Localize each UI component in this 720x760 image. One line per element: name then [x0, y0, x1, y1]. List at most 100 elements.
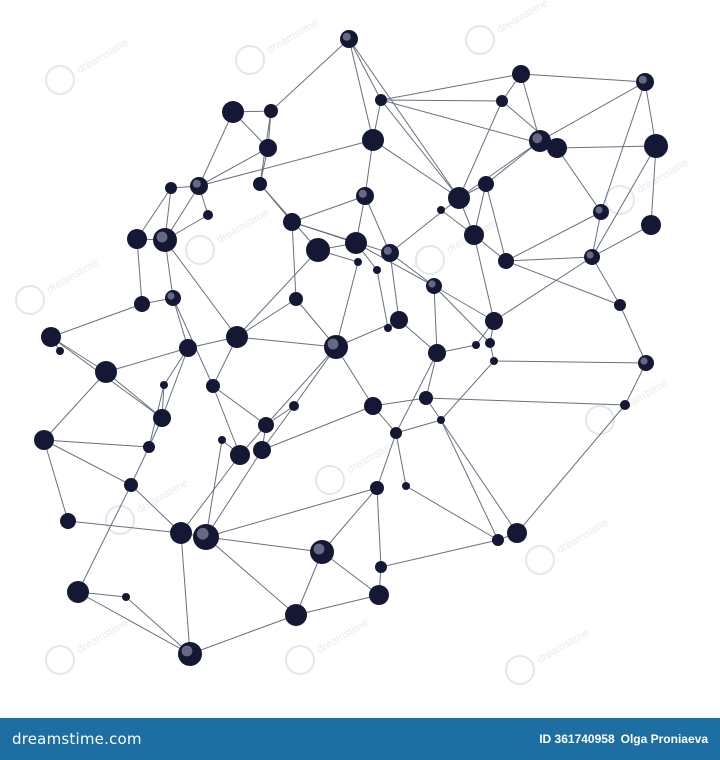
network-node [620, 400, 630, 410]
network-edge [458, 140, 541, 199]
network-node [203, 210, 213, 220]
network-edge [380, 73, 522, 101]
network-node [498, 253, 514, 269]
network-edge [164, 239, 238, 338]
network-edge [261, 405, 295, 451]
svg-text:dreamstime: dreamstime [615, 377, 671, 416]
network-edge [376, 432, 397, 489]
node-highlight [638, 75, 647, 84]
network-node [253, 177, 267, 191]
network-edge [205, 487, 378, 538]
network-node [437, 206, 445, 214]
network-edge [295, 594, 380, 616]
network-edge [520, 73, 541, 142]
watermark-layer: dreamstime dreamstime dreamstime dreamstime… [14, 0, 691, 685]
network-node [402, 482, 410, 490]
network-edge [556, 145, 657, 149]
node-highlight [196, 527, 209, 540]
network-edge [380, 539, 499, 568]
network-node [492, 534, 504, 546]
network-edge [372, 139, 460, 199]
network-node [485, 312, 503, 330]
network-edge [43, 371, 107, 441]
network-edge [433, 285, 491, 344]
watermark: dreamstime [605, 157, 691, 215]
network-edge [505, 260, 621, 306]
network-edge [291, 195, 366, 223]
node-highlight [595, 206, 603, 214]
footer-brand[interactable]: dreamstime.com [12, 730, 142, 748]
network-node [426, 278, 442, 294]
watermark: dreamstime [315, 437, 401, 495]
watermark: dreamstime [415, 217, 501, 275]
node-highlight [586, 251, 594, 259]
network-node [67, 581, 89, 603]
network-edge [458, 100, 503, 199]
network-node [259, 139, 277, 157]
svg-text:dreamstime: dreamstime [495, 0, 551, 36]
network-edge [348, 38, 374, 141]
network-edge [539, 81, 646, 142]
network-node [289, 401, 299, 411]
network-node [485, 338, 495, 348]
watermark: dreamstime [45, 37, 131, 95]
network-node [390, 427, 402, 439]
network-edge [505, 256, 593, 262]
node-highlight [383, 246, 392, 255]
network-edge [335, 261, 359, 348]
network-node [354, 258, 362, 266]
network-edge [130, 446, 150, 486]
node-highlight [532, 133, 543, 144]
network-edge [473, 234, 495, 322]
network-node [230, 445, 250, 465]
network-node [547, 138, 567, 158]
image-credit: ID 361740958 Olga Proniaeva [539, 732, 708, 746]
edge-layer [43, 38, 657, 655]
footer-bar: dreamstime.com ID 361740958 Olga Proniae… [0, 718, 720, 760]
network-node [324, 335, 348, 359]
network-node [496, 95, 508, 107]
network-node [641, 215, 661, 235]
node-highlight [181, 645, 193, 657]
network-edge [77, 591, 191, 655]
network-node [448, 187, 470, 209]
node-highlight [342, 32, 351, 41]
network-edge [433, 285, 495, 322]
network-edge [180, 454, 241, 534]
network-edge [348, 38, 460, 199]
network-node [289, 292, 303, 306]
network-edge [389, 252, 400, 321]
network-node [306, 238, 330, 262]
svg-text:dreamstime: dreamstime [75, 617, 131, 656]
network-edge [198, 139, 374, 187]
svg-text:dreamstime: dreamstime [635, 157, 691, 196]
network-edge [505, 211, 602, 262]
network-edge [591, 145, 657, 258]
network-edge [125, 596, 191, 655]
network-node [345, 232, 367, 254]
network-node [226, 326, 248, 348]
network-node [41, 327, 61, 347]
node-highlight [192, 179, 201, 188]
network-node [124, 478, 138, 492]
network-edge [293, 346, 337, 407]
network-edge [236, 298, 297, 338]
network-edge [261, 405, 374, 451]
network-edge [205, 449, 263, 538]
node-highlight [313, 543, 325, 555]
svg-text:dreamstime: dreamstime [555, 517, 611, 556]
network-node [370, 481, 384, 495]
watermark: dreamstime [525, 517, 611, 575]
network-node [584, 249, 600, 265]
network-edge [130, 484, 182, 534]
watermark: dreamstime [235, 17, 321, 76]
network-edge [389, 252, 435, 287]
network-edge [591, 224, 652, 258]
network-edge [265, 346, 337, 426]
network-edge [380, 99, 558, 149]
network-node [218, 436, 226, 444]
network-node [253, 441, 271, 459]
network-edge [291, 221, 297, 300]
image-author[interactable]: Olga Proniaeva [620, 732, 708, 746]
network-node [165, 290, 181, 306]
